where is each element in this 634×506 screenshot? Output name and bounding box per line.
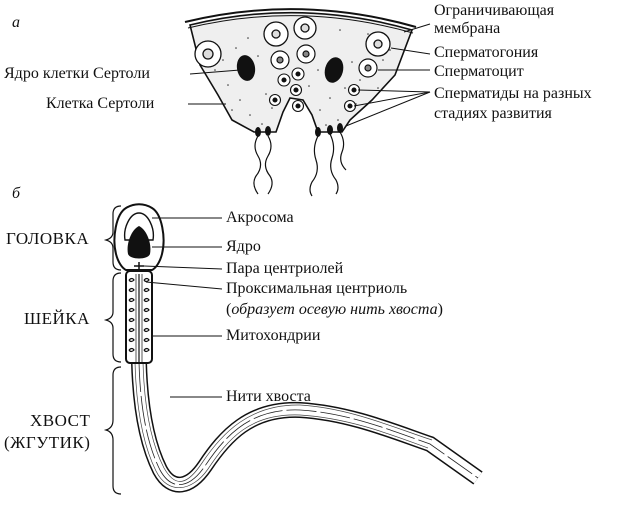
spermatogonia (194, 16, 391, 68)
label-proximal-note: (образует осевую нить хвоста) (226, 301, 443, 318)
label-spermatids-2: стадиях развития (434, 105, 552, 122)
head-bracket (103, 205, 122, 271)
panel-b-leader-lines (143, 217, 223, 398)
label-centriole-pair: Пара центриолей (226, 260, 344, 277)
spermatids (268, 67, 361, 113)
section-tail-2: (ЖГУТИК) (4, 433, 91, 452)
luminal-sperm-heads (255, 123, 343, 137)
label-mitochondria: Митохондрии (226, 327, 321, 344)
label-proximal-centriole: Проксимальная центриоль (226, 280, 408, 297)
label-spermatogonium: Сперматогония (434, 44, 539, 61)
label-spermatids-1: Сперматиды на разных (434, 85, 592, 102)
limiting-membrane-inner (187, 15, 414, 34)
label-spermatocyte: Сперматоцит (434, 63, 524, 80)
centriole-pair (134, 262, 144, 270)
head-nucleus (127, 226, 151, 259)
spermatocytes (270, 44, 378, 78)
tubule-section (184, 8, 417, 197)
label-acrosome: Акросома (226, 209, 294, 226)
sperm-neck (125, 270, 153, 364)
sperm-tail (131, 361, 483, 493)
luminal-flagella (253, 131, 347, 197)
section-brackets (103, 205, 122, 495)
neck-bracket (103, 272, 122, 363)
section-neck: ШЕЙКА (24, 309, 90, 328)
limiting-membrane (184, 8, 417, 28)
tail-bracket (103, 366, 122, 495)
label-sertoli-cell: Клетка Сертоли (46, 95, 155, 112)
section-head: ГОЛОВКА (6, 229, 90, 248)
sertoli-nucleus-left (236, 55, 256, 81)
sperm-head (113, 203, 165, 271)
panel-b-letter: б (12, 185, 21, 202)
panel-a-leader-lines (188, 23, 431, 127)
section-tail-1: ХВОСТ (30, 411, 91, 430)
label-tail-filaments: Нити хвоста (226, 388, 311, 405)
label-proximal-note-text: образует осевую нить хвоста (231, 301, 438, 318)
sertoli-nucleus-right (324, 57, 344, 83)
label-limiting-membrane-2: мембрана (434, 20, 501, 37)
label-nucleus: Ядро (226, 238, 261, 255)
label-limiting-membrane-1: Ограничивающая (434, 2, 555, 19)
mitochondria (128, 277, 150, 353)
label-sertoli-nucleus: Ядро клетки Сертоли (4, 65, 150, 82)
panel-a-letter: а (12, 14, 20, 31)
